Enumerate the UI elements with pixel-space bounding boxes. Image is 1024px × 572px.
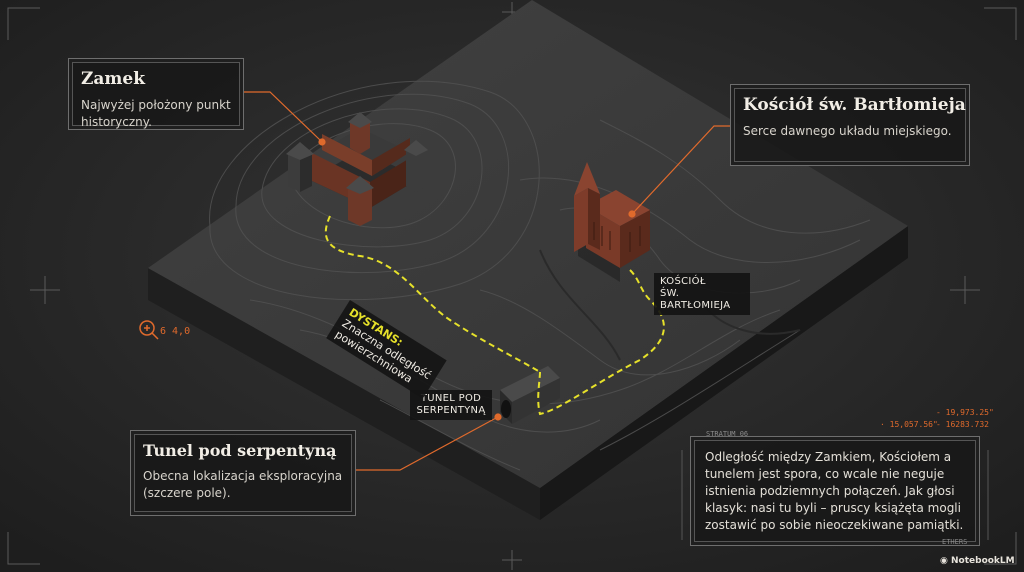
- info-callout: Odległość między Zamkiem, Kościołem a tu…: [690, 436, 980, 546]
- coord-readout-a: · 15,057.56": [880, 420, 938, 429]
- church-title: Kościół św. Bartłomieja: [743, 95, 966, 115]
- notebook-logo-icon: ◉: [940, 556, 948, 566]
- leader-lines: [244, 91, 730, 471]
- tunnel-label-line1: TUNEL POD: [420, 393, 482, 404]
- info-tag-2: ETHERS: [942, 538, 968, 546]
- coord-readout-b: - 19,973.25": [936, 408, 994, 417]
- brand-name: NotebookLM: [951, 556, 1015, 566]
- route-dashed-line: [324, 215, 665, 416]
- brand-watermark: ◉ NotebookLM: [940, 556, 1015, 566]
- coord-readout-c: - 16283.732: [936, 420, 989, 429]
- castle-title: Zamek: [81, 69, 146, 89]
- ruler-ticks: [681, 450, 989, 540]
- tunnel-title: Tunel pod serpentyną: [143, 441, 337, 460]
- church-label-line1: KOŚCIÓŁ: [660, 276, 706, 287]
- church-illustration: [574, 162, 650, 282]
- info-tag: STRATUM 06: [706, 430, 749, 438]
- terrain-block: [148, 0, 908, 520]
- info-text: Odległość między Zamkiem, Kościołem a tu…: [705, 450, 964, 532]
- church-label-line2: ŚW. BARTŁOMIEJA: [660, 288, 731, 311]
- castle-description: Najwyżej położony punkt historyczny.: [81, 98, 231, 129]
- church-description: Serce dawnego układu miejskiego.: [743, 124, 952, 138]
- castle-illustration: [286, 112, 428, 226]
- tunnel-label-line2: SERPENTYNĄ: [416, 405, 486, 416]
- tunnel-description: Obecna lokalizacja eksploracyjna (szczer…: [143, 469, 343, 500]
- church-callout: Kościół św. Bartłomieja Serce dawnego uk…: [730, 84, 970, 166]
- tunnel-illustration: [500, 366, 560, 424]
- zoom-readout: 6 4,0: [160, 326, 191, 337]
- magnifier-plus-icon: [139, 320, 159, 340]
- church-map-label: KOŚCIÓŁ ŚW. BARTŁOMIEJA: [654, 273, 750, 315]
- tunnel-callout: Tunel pod serpentyną Obecna lokalizacja …: [130, 430, 356, 516]
- castle-callout: Zamek Najwyżej położony punkt historyczn…: [68, 58, 244, 130]
